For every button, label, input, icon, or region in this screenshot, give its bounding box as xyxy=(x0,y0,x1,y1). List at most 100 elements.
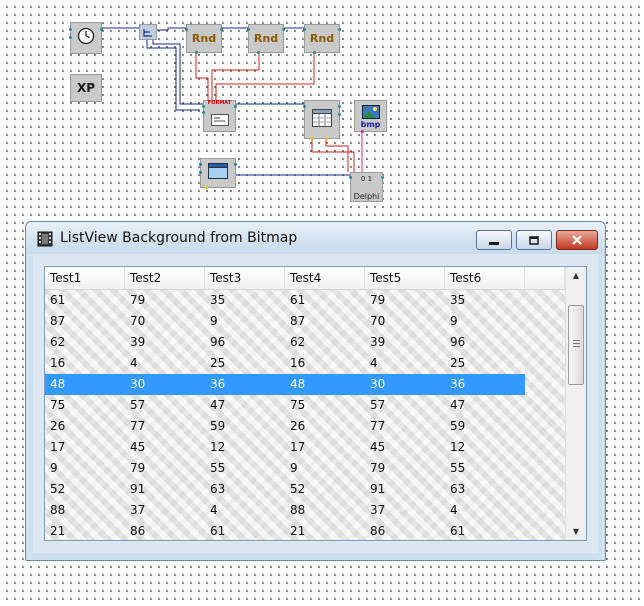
scroll-up-button[interactable]: ▲ xyxy=(566,267,586,284)
table-cell: 77 xyxy=(370,419,386,433)
arrow-down-icon: ▼ xyxy=(572,527,580,536)
column-header-test4[interactable]: Test4 xyxy=(285,267,365,289)
table-cell: 37 xyxy=(370,503,386,517)
rnd-component-2[interactable]: Rnd xyxy=(247,24,285,54)
table-cell: 61 xyxy=(450,524,466,538)
window-client-area: Test1 Test2 Test3 Test4 Test5 Test6 61 79… xyxy=(33,254,598,553)
rnd-label: Rnd xyxy=(253,32,279,45)
table-cell: 75 xyxy=(290,398,306,412)
vertical-scrollbar[interactable]: ▲ ▼ xyxy=(565,267,586,540)
scroll-down-button[interactable]: ▼ xyxy=(566,523,586,540)
table-cell: 88 xyxy=(290,503,306,517)
list-view[interactable]: Test1 Test2 Test3 Test4 Test5 Test6 61 79… xyxy=(44,266,587,541)
table-cell: 96 xyxy=(210,335,226,349)
delphi-component[interactable]: 0 1 Delphi xyxy=(349,172,384,202)
bitmap-icon xyxy=(361,104,380,123)
table-cell: 62 xyxy=(50,335,66,349)
table-cell: 91 xyxy=(370,482,386,496)
table-cell: 87 xyxy=(290,314,306,328)
schematic-canvas: XP Rnd Rnd Rnd FORMAT xyxy=(0,0,644,210)
splitter-icon xyxy=(142,23,154,42)
table-cell: 25 xyxy=(450,356,466,370)
format-label: FORMAT xyxy=(207,100,232,106)
table-cell: 86 xyxy=(370,524,386,538)
splitter-component[interactable] xyxy=(139,24,157,40)
close-button[interactable] xyxy=(556,230,598,250)
bmp-label: bmp xyxy=(360,120,381,129)
column-header-test1[interactable]: Test1 xyxy=(45,267,125,289)
table-cell: 86 xyxy=(130,524,146,538)
timer-component[interactable] xyxy=(69,22,103,54)
form-component[interactable] xyxy=(199,158,237,189)
table-cell: 21 xyxy=(290,524,306,538)
clock-icon xyxy=(77,27,95,49)
rnd-component-1[interactable]: Rnd xyxy=(185,24,223,54)
scroll-thumb[interactable] xyxy=(568,305,584,385)
close-icon xyxy=(571,231,583,250)
grid-icon xyxy=(312,108,332,131)
table-cell: 4 xyxy=(210,503,218,517)
table-cell: 4 xyxy=(450,503,458,517)
table-cell: 63 xyxy=(450,482,466,496)
table-cell: 12 xyxy=(210,440,226,454)
table-cell: 77 xyxy=(130,419,146,433)
arrow-up-icon: ▲ xyxy=(572,271,580,280)
table-cell: 35 xyxy=(210,293,226,307)
rnd-label: Rnd xyxy=(309,32,335,45)
table-cell: 96 xyxy=(450,335,466,349)
table-cell: 52 xyxy=(290,482,306,496)
table-cell: 70 xyxy=(130,314,146,328)
table-cell: 57 xyxy=(130,398,146,412)
table-cell: 36 xyxy=(450,377,466,391)
table-cell: 12 xyxy=(450,440,466,454)
table-cell: 4 xyxy=(130,356,138,370)
column-header-test6[interactable]: Test6 xyxy=(445,267,525,289)
window-title: ListView Background from Bitmap xyxy=(60,230,298,246)
table-cell: 57 xyxy=(370,398,386,412)
table-cell: 21 xyxy=(50,524,66,538)
table-row[interactable]: 21 86 61 21 86 61 xyxy=(45,521,525,540)
delphi-label: Delphi xyxy=(353,192,380,201)
listview-component[interactable] xyxy=(303,100,341,140)
column-header-filler xyxy=(525,267,565,289)
window-app-icon xyxy=(37,231,53,247)
column-header-test5[interactable]: Test5 xyxy=(365,267,445,289)
table-cell: 47 xyxy=(450,398,466,412)
list-view-header: Test1 Test2 Test3 Test4 Test5 Test6 xyxy=(45,267,565,290)
table-cell: 61 xyxy=(210,524,226,538)
rnd-component-3[interactable]: Rnd xyxy=(303,24,341,54)
table-cell: 16 xyxy=(50,356,66,370)
table-cell: 48 xyxy=(50,377,66,391)
table-cell: 16 xyxy=(290,356,306,370)
bitmap-component[interactable]: bmp xyxy=(354,100,387,133)
table-cell: 91 xyxy=(130,482,146,496)
column-header-test3[interactable]: Test3 xyxy=(205,267,285,289)
xp-style-component[interactable]: XP xyxy=(70,74,102,102)
column-header-test2[interactable]: Test2 xyxy=(125,267,205,289)
table-cell: 9 xyxy=(50,461,58,475)
maximize-button[interactable] xyxy=(516,230,552,250)
table-cell: 30 xyxy=(370,377,386,391)
table-cell: 79 xyxy=(130,293,146,307)
table-cell: 25 xyxy=(210,356,226,370)
table-cell: 35 xyxy=(450,293,466,307)
table-cell: 79 xyxy=(130,461,146,475)
table-cell: 79 xyxy=(370,293,386,307)
table-cell: 48 xyxy=(290,377,306,391)
format-component[interactable]: FORMAT xyxy=(202,100,237,132)
title-bar[interactable]: ListView Background from Bitmap xyxy=(26,222,605,254)
table-cell: 88 xyxy=(50,503,66,517)
minimize-button[interactable] xyxy=(476,230,512,250)
